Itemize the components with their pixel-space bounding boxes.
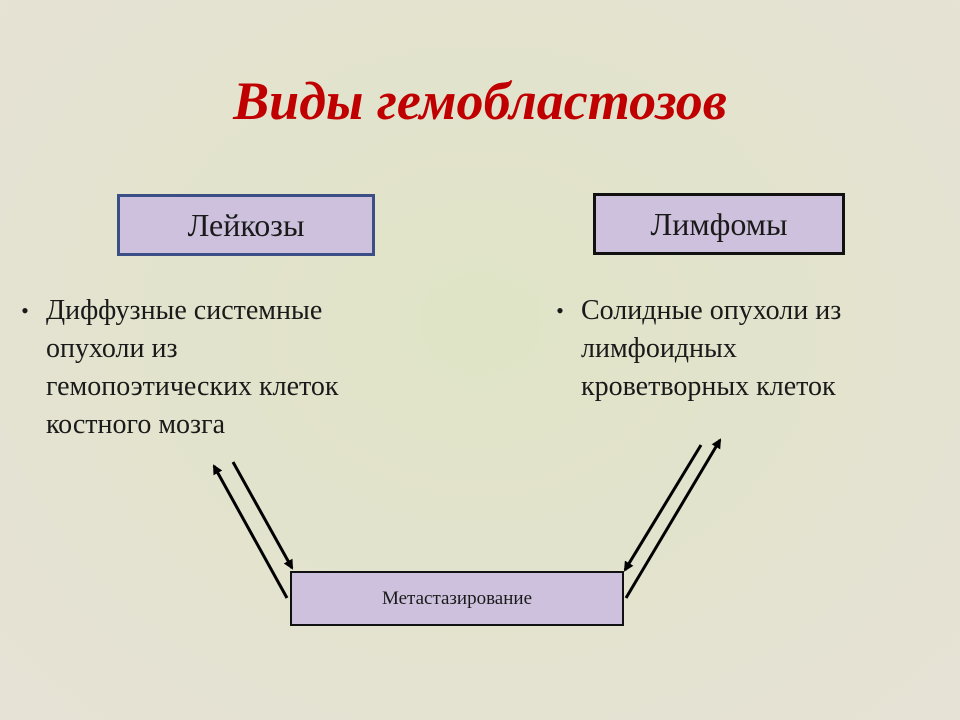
arrow-from-leukemia: [231, 461, 294, 570]
arrow-from-lymphoma: [623, 444, 703, 572]
arrow-to-leukemia: [212, 464, 289, 599]
lymphoma-description-text: Солидные опухоли из лимфоидных кроветвор…: [581, 295, 842, 402]
lymphoma-box: Лимфомы: [593, 193, 845, 255]
bullet-icon: •: [21, 298, 29, 323]
arrow-to-lymphoma: [624, 438, 722, 599]
slide-title: Виды гемобластозов: [233, 71, 727, 131]
bullet-icon: •: [556, 298, 564, 323]
leukemia-box: Лейкозы: [117, 194, 375, 256]
leukemia-description-text: Диффузные системные опухоли из гемопоэти…: [46, 295, 339, 440]
metastasis-box: Метастазирование: [290, 571, 624, 626]
